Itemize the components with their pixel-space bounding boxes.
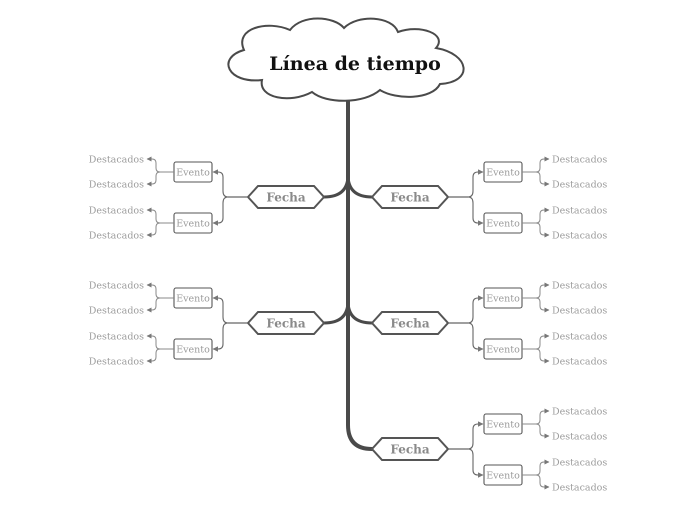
event-bracket-top <box>212 169 229 198</box>
title-text: Línea de tiempo <box>269 53 441 75</box>
event-bracket-top <box>212 295 229 324</box>
spine-line <box>346 96 374 451</box>
evento-label: Evento <box>486 168 520 179</box>
title-cloud[interactable]: Línea de tiempo <box>227 17 465 102</box>
destacado-label[interactable]: Destacados <box>552 206 607 217</box>
destacado-label[interactable]: Destacados <box>552 458 607 469</box>
destacado-bracket-top <box>522 282 550 299</box>
destacado-bracket-top <box>146 207 174 224</box>
date-node-1: FechaEventoDestacadosDestacadosEventoDes… <box>89 155 350 242</box>
spine-branch <box>323 174 350 199</box>
destacado-bracket-bottom <box>535 297 550 313</box>
fecha-label: Fecha <box>266 191 306 205</box>
destacado-bracket-bottom <box>535 348 550 364</box>
destacado-label[interactable]: Destacados <box>89 206 144 217</box>
event-bracket-bottom <box>212 196 229 226</box>
destacado-bracket-top <box>146 282 174 299</box>
destacado-label[interactable]: Destacados <box>552 332 607 343</box>
date-node-3: FechaEventoDestacadosDestacadosEventoDes… <box>89 281 350 368</box>
fecha-node[interactable]: Fecha <box>246 185 326 209</box>
destacado-bracket-top <box>522 408 550 425</box>
event-bracket-bottom <box>212 322 229 352</box>
destacado-bracket-bottom <box>146 348 161 364</box>
evento-label: Evento <box>486 345 520 356</box>
evento-label: Evento <box>486 294 520 305</box>
destacado-bracket-bottom <box>146 297 161 313</box>
evento-label: Evento <box>486 471 520 482</box>
fecha-label: Fecha <box>390 191 430 205</box>
destacado-bracket-bottom <box>146 171 161 187</box>
destacado-bracket-bottom <box>535 474 550 490</box>
destacado-bracket-top <box>522 207 550 224</box>
destacado-label[interactable]: Destacados <box>89 281 144 292</box>
evento-label: Evento <box>176 345 210 356</box>
destacado-label[interactable]: Destacados <box>552 432 607 443</box>
fecha-label: Fecha <box>266 317 306 331</box>
destacado-label[interactable]: Destacados <box>552 155 607 166</box>
destacado-bracket-bottom <box>146 222 161 238</box>
event-bracket-top <box>467 421 484 450</box>
spine-branch <box>323 300 350 325</box>
destacado-label[interactable]: Destacados <box>89 357 144 368</box>
event-bracket-bottom <box>467 322 484 352</box>
evento-label: Evento <box>176 168 210 179</box>
destacado-bracket-bottom <box>535 222 550 238</box>
destacado-label[interactable]: Destacados <box>552 483 607 494</box>
fecha-node[interactable]: Fecha <box>370 311 450 335</box>
date-node-5: FechaEventoDestacadosDestacadosEventoDes… <box>370 407 607 494</box>
destacado-bracket-top <box>522 459 550 476</box>
destacado-label[interactable]: Destacados <box>89 231 144 242</box>
fecha-label: Fecha <box>390 317 430 331</box>
destacado-bracket-bottom <box>535 171 550 187</box>
evento-label: Evento <box>176 219 210 230</box>
destacado-bracket-top <box>146 333 174 350</box>
evento-label: Evento <box>176 294 210 305</box>
destacado-label[interactable]: Destacados <box>89 306 144 317</box>
destacado-label[interactable]: Destacados <box>89 155 144 166</box>
timeline-nodes: FechaEventoDestacadosDestacadosEventoDes… <box>89 155 608 494</box>
fecha-hexagon <box>246 311 326 335</box>
evento-label: Evento <box>486 219 520 230</box>
destacado-bracket-bottom <box>535 423 550 439</box>
destacado-label[interactable]: Destacados <box>552 231 607 242</box>
spine-branch <box>346 300 373 325</box>
fecha-label: Fecha <box>390 443 430 457</box>
destacado-label[interactable]: Destacados <box>89 332 144 343</box>
destacado-label[interactable]: Destacados <box>552 281 607 292</box>
fecha-node[interactable]: Fecha <box>370 437 450 461</box>
event-bracket-bottom <box>467 448 484 478</box>
event-bracket-top <box>467 295 484 324</box>
spine-branch <box>346 174 373 199</box>
fecha-node[interactable]: Fecha <box>370 185 450 209</box>
date-node-4: FechaEventoDestacadosDestacadosEventoDes… <box>346 281 607 368</box>
destacado-label[interactable]: Destacados <box>552 407 607 418</box>
destacado-label[interactable]: Destacados <box>89 180 144 191</box>
destacado-bracket-top <box>522 333 550 350</box>
destacado-label[interactable]: Destacados <box>552 306 607 317</box>
event-bracket-top <box>467 169 484 198</box>
destacado-label[interactable]: Destacados <box>552 180 607 191</box>
fecha-hexagon <box>246 185 326 209</box>
destacado-bracket-top <box>522 156 550 173</box>
timeline-spine <box>346 96 374 451</box>
evento-label: Evento <box>486 420 520 431</box>
destacado-label[interactable]: Destacados <box>552 357 607 368</box>
event-bracket-bottom <box>467 196 484 226</box>
date-node-2: FechaEventoDestacadosDestacadosEventoDes… <box>346 155 607 242</box>
cloud-shape <box>227 17 465 102</box>
destacado-bracket-top <box>146 156 174 173</box>
fecha-node[interactable]: Fecha <box>246 311 326 335</box>
